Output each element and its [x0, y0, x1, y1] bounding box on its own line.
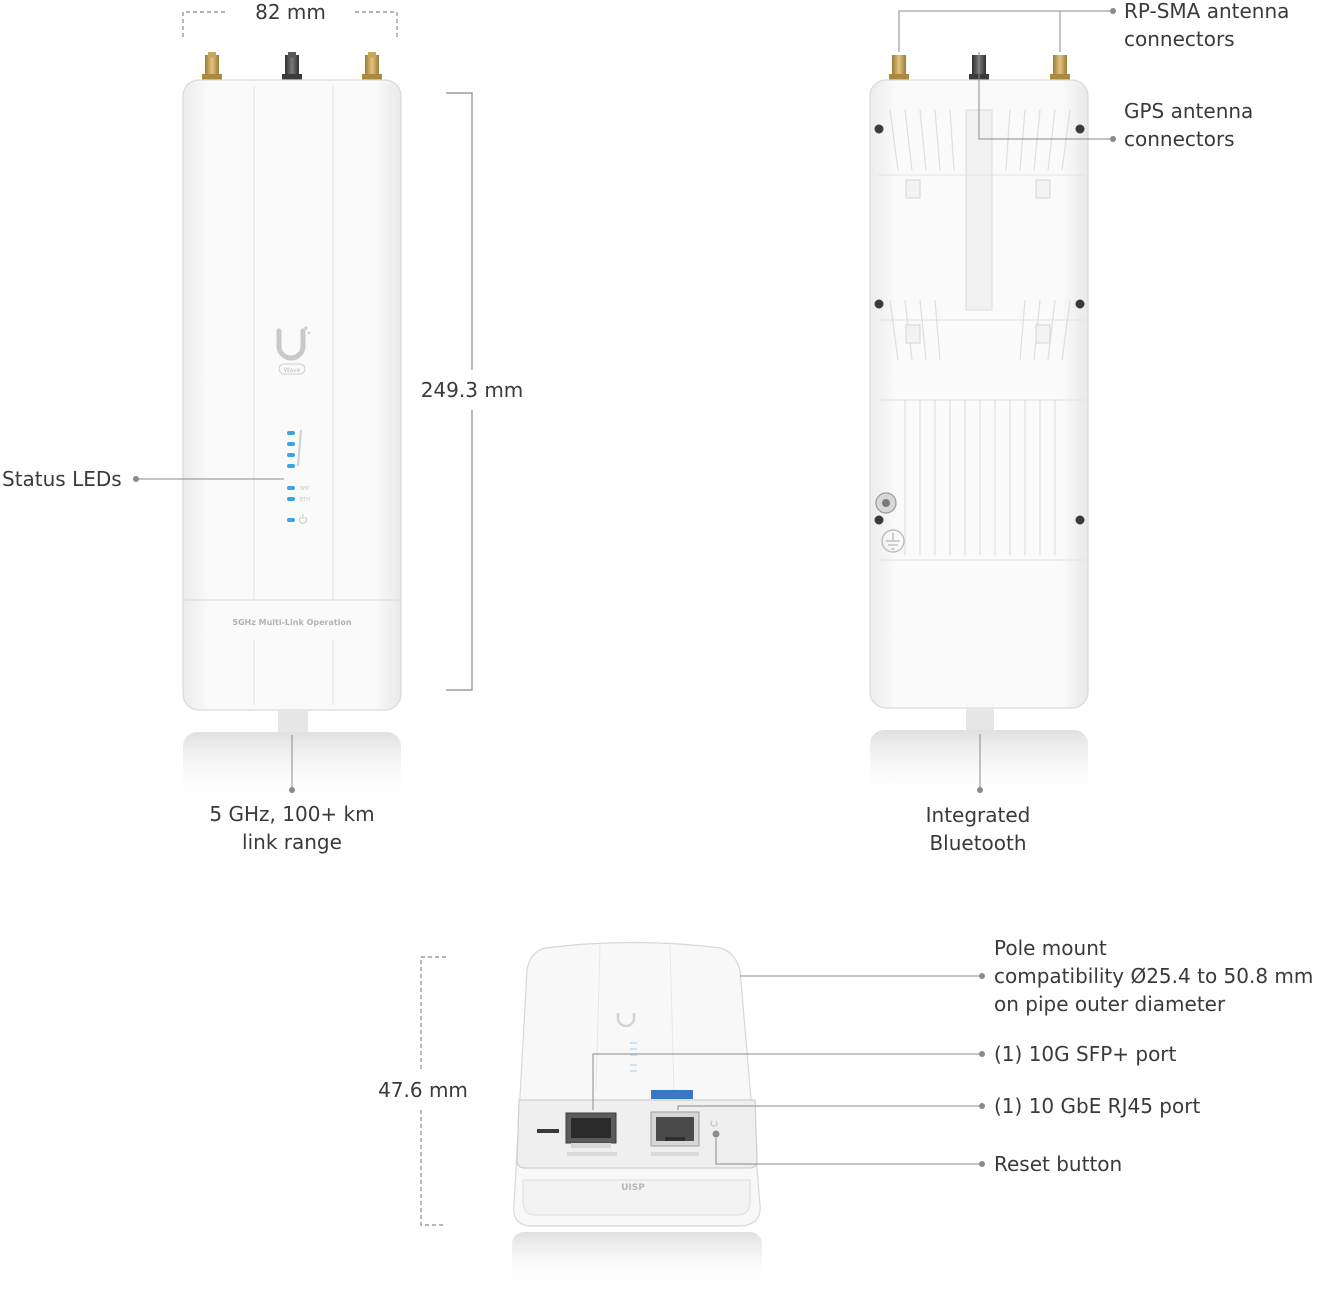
rpsma-callout: [898, 8, 1116, 52]
power-icon: [299, 514, 307, 524]
rj45-port-label: (1) 10 GbE RJ45 port: [994, 1094, 1201, 1118]
bottom-base-shadow: [512, 1232, 762, 1287]
rpsma-label-line2: connectors: [1124, 27, 1235, 51]
front-connector-center: [282, 52, 302, 85]
front-connector-right: [362, 52, 382, 85]
led-label-sfp: SFP: [300, 486, 309, 492]
front-device-body: [182, 79, 402, 711]
back-connector-right: [1050, 55, 1070, 85]
cooling-fins: [889, 109, 1071, 555]
link-range-label-line1: 5 GHz, 100+ km: [209, 802, 375, 826]
width-dimension-label: 82 mm: [255, 0, 326, 24]
ground-lug: [875, 492, 897, 514]
brand-mark-text: UISP: [621, 1183, 645, 1193]
sfp-callout: [592, 1051, 985, 1110]
width-dimension-line: [182, 11, 398, 37]
pole-mount-label-line2: compatibility Ø25.4 to 50.8 mm: [994, 964, 1314, 988]
pole-mount-label-line1: Pole mount: [994, 936, 1107, 960]
status-leds: [287, 431, 295, 522]
ground-icon: [881, 529, 905, 553]
sfp-port-label: (1) 10G SFP+ port: [994, 1042, 1177, 1066]
gps-label-line2: connectors: [1124, 127, 1235, 151]
bluetooth-label-line2: Bluetooth: [929, 831, 1027, 855]
height-dimension-label: 249.3 mm: [420, 378, 524, 402]
status-leds-callout: [133, 476, 284, 482]
reset-button-label: Reset button: [994, 1152, 1123, 1176]
gps-callout: [978, 52, 1116, 142]
bluetooth-callout: [977, 734, 983, 793]
back-base-shadow: [870, 730, 1088, 800]
link-range-label-line2: link range: [242, 830, 342, 854]
reset-callout: [715, 1138, 985, 1167]
reset-button: [710, 1120, 720, 1138]
rpsma-label-line1: RP-SMA antenna: [1124, 0, 1290, 23]
led-label-eth: ETH: [300, 497, 310, 503]
sfp-port: [565, 1112, 617, 1148]
height-dimension-line: [446, 92, 473, 691]
depth-dimension-label: 47.6 mm: [378, 1078, 468, 1102]
bluetooth-label-line1: Integrated: [925, 803, 1031, 827]
back-connector-left: [889, 55, 909, 85]
pole-mount-label-line3: on pipe outer diameter: [994, 992, 1226, 1016]
logo-sub-text: Wave: [284, 367, 301, 374]
rj45-callout: [677, 1103, 985, 1110]
bottom-view: UISP: [420, 941, 985, 1287]
ubiquiti-logo-icon: [276, 326, 311, 375]
front-connector-left: [202, 52, 222, 85]
front-view: Wave SFP ETH 5GHz Multi-Link Operation: [133, 11, 473, 802]
rj45-port: [650, 1111, 700, 1147]
depth-dimension-line: [420, 956, 446, 1226]
band-label: 5GHz Multi-Link Operation: [232, 618, 352, 627]
back-view: [869, 8, 1116, 800]
link-range-callout: [289, 735, 295, 793]
screws: [874, 124, 1085, 525]
status-leds-label: Status LEDs: [2, 467, 122, 491]
gps-label-line1: GPS antenna: [1124, 99, 1254, 123]
pole-mount-callout: [740, 973, 985, 979]
